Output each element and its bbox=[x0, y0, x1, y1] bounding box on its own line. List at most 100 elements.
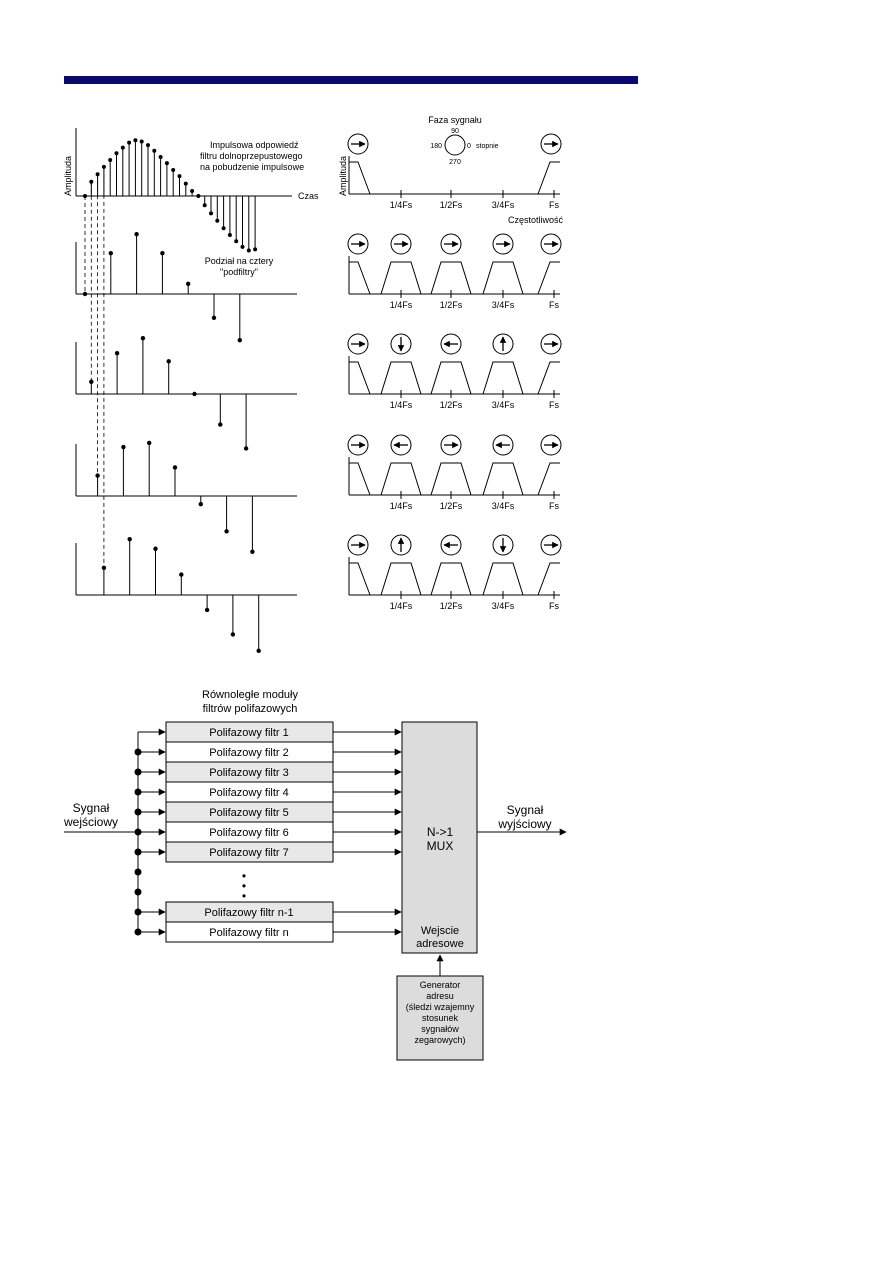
passband-image bbox=[482, 261, 524, 295]
spectrum-tick-label: 1/4Fs bbox=[390, 601, 413, 611]
impulse-caption-3: na pobudzenie impulsowe bbox=[200, 162, 304, 172]
impulse-sample bbox=[215, 218, 220, 223]
phase-circle bbox=[540, 233, 562, 255]
passband-image bbox=[482, 361, 524, 395]
spectrum-tick-label: 1/2Fs bbox=[440, 601, 463, 611]
impulse-sample bbox=[221, 226, 226, 231]
phase-circle bbox=[540, 333, 562, 355]
impulse-caption-2: filtru dolnoprzepustowego bbox=[200, 151, 303, 161]
spectrum-tick-label: 3/4Fs bbox=[492, 400, 515, 410]
bus-junction bbox=[134, 828, 142, 836]
bus-junction bbox=[134, 808, 142, 816]
passband-image bbox=[430, 562, 472, 596]
generator-line-5: sygnałów bbox=[421, 1024, 459, 1034]
spectrum-tick-label: Fs bbox=[549, 300, 559, 310]
phase-label-90: 90 bbox=[451, 128, 459, 135]
impulse-sample bbox=[196, 194, 201, 198]
bus-junction bbox=[134, 848, 142, 856]
impulse-sample bbox=[127, 140, 132, 145]
polyphase-filter-label: Polifazowy filtr n-1 bbox=[204, 907, 293, 919]
subfilter-sample bbox=[121, 444, 126, 450]
bank-title-2: filtrów polifazowych bbox=[203, 703, 298, 715]
phase-circle bbox=[540, 434, 562, 456]
subfilter-sample bbox=[108, 251, 114, 256]
filter-ellipsis: ••• bbox=[242, 869, 246, 903]
impulse-sample bbox=[246, 248, 251, 253]
spectrum-tick-label: 3/4Fs bbox=[492, 300, 515, 310]
spectrum-tick-label: 3/4Fs bbox=[492, 601, 515, 611]
mux-label-2: MUX bbox=[427, 839, 454, 853]
impulse-x-label: Czas bbox=[298, 191, 319, 201]
subfilter-sample bbox=[172, 465, 178, 470]
bus-junction bbox=[134, 768, 142, 776]
impulse-stems bbox=[83, 138, 258, 253]
subfilter-sample bbox=[186, 281, 191, 286]
impulse-sample bbox=[152, 148, 157, 153]
subfilter-sample bbox=[224, 529, 229, 534]
phase-circle bbox=[390, 434, 412, 456]
subfilter-sample bbox=[198, 501, 203, 507]
phase-circle bbox=[347, 133, 369, 155]
phase-circle bbox=[440, 534, 462, 556]
subfilter-sample bbox=[147, 440, 152, 446]
phase-title: Faza sygnału bbox=[428, 115, 482, 125]
phase-circle bbox=[492, 534, 514, 556]
phase-label-0: 0 bbox=[467, 143, 471, 150]
subfilter-sample bbox=[256, 648, 261, 653]
block-diagram: Równoległe moduły filtrów polifazowych S… bbox=[63, 689, 567, 1061]
spectrum-tick-label: Fs bbox=[549, 501, 559, 511]
split-caption-1: Podział na cztery bbox=[205, 256, 274, 266]
polyphase-filter-label: Polifazowy filtr 5 bbox=[209, 807, 288, 819]
address-input-1: Wejscie bbox=[421, 925, 459, 937]
header-bar bbox=[64, 76, 638, 84]
passband-lowpass bbox=[349, 462, 371, 496]
bus-junction bbox=[134, 888, 142, 896]
passband-fs bbox=[537, 462, 560, 496]
spectrum-tick-label: Fs bbox=[549, 601, 559, 611]
passband-image bbox=[380, 261, 422, 295]
spectrum-tick-label: 1/4Fs bbox=[390, 300, 413, 310]
passband-lowpass bbox=[349, 562, 371, 596]
polyphase-filter-label: Polifazowy filtr 3 bbox=[209, 767, 288, 779]
impulse-sample bbox=[202, 203, 207, 208]
phase-circle bbox=[347, 333, 369, 355]
subfilter-sample bbox=[140, 336, 146, 341]
generator-line-4: stosunek bbox=[422, 1013, 459, 1023]
generator-line-6: zegarowych) bbox=[414, 1035, 465, 1045]
subfilter-sample bbox=[243, 446, 249, 451]
phase-circle bbox=[390, 333, 412, 355]
phase-circle bbox=[347, 534, 369, 556]
phase-circle bbox=[347, 434, 369, 456]
mux-box bbox=[401, 721, 478, 954]
spectrum-tick-label: Fs bbox=[549, 400, 559, 410]
impulse-sample bbox=[120, 145, 125, 150]
impulse-sample bbox=[209, 211, 213, 216]
impulse-sample bbox=[190, 189, 195, 194]
generator-line-2: adresu bbox=[426, 991, 454, 1001]
subfilter-sample bbox=[82, 291, 88, 297]
phase-circle bbox=[440, 333, 462, 355]
subfilter-sample bbox=[192, 391, 197, 397]
impulse-sample bbox=[227, 233, 232, 238]
passband-image bbox=[380, 361, 422, 395]
impulse-sample bbox=[139, 139, 144, 144]
passband-image bbox=[482, 562, 524, 596]
spectrum-tick-label: 1/4Fs bbox=[390, 501, 413, 511]
spectrum-x-label: Częstotliwość bbox=[508, 215, 564, 225]
spectrum-tick-label: 3/4Fs bbox=[492, 200, 515, 210]
phase-label-270: 270 bbox=[449, 159, 461, 166]
spectrum-tick-label: 1/2Fs bbox=[440, 501, 463, 511]
impulse-sample bbox=[114, 151, 119, 156]
polyphase-filter-label: Polifazowy filtr n bbox=[209, 927, 288, 939]
input-label-1: Sygnał bbox=[73, 801, 110, 815]
impulse-sample bbox=[164, 161, 169, 166]
impulse-y-label: Amplituda bbox=[63, 156, 73, 196]
polyphase-filter-label: Polifazowy filtr 6 bbox=[209, 827, 288, 839]
split-caption-2: "podfiltry" bbox=[220, 267, 258, 277]
subfilter-panels bbox=[75, 231, 297, 653]
passband-image bbox=[380, 462, 422, 496]
phase-label-180: 180 bbox=[430, 143, 442, 150]
impulse-response-panel: Amplituda Czas Impulsowa odpowiedź filtr… bbox=[63, 128, 319, 277]
polyphase-filter-label: Polifazowy filtr 1 bbox=[209, 727, 288, 739]
